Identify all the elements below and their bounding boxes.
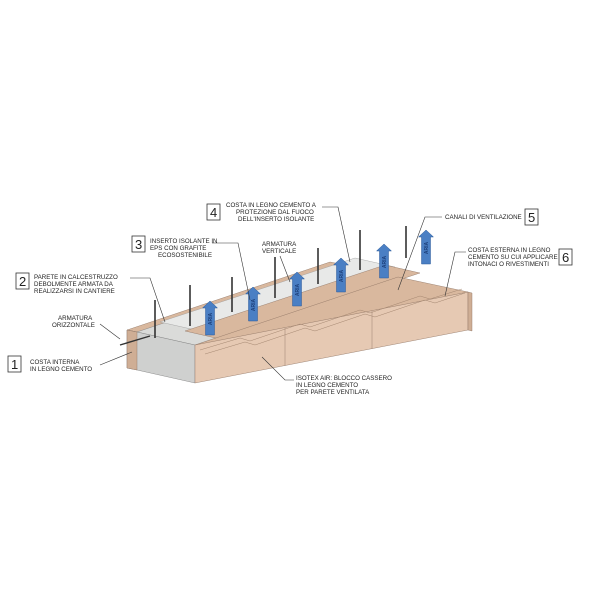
callout-5: 5 CANALI DI VENTILAZIONE bbox=[397, 208, 539, 291]
label-text: ARMATURA bbox=[262, 241, 297, 248]
ventilation-arrows: ARIA ARIA ARIA ARIA ARIA ARIA bbox=[201, 229, 435, 336]
callout-number: 4 bbox=[210, 205, 217, 220]
horizontal-rebar bbox=[119, 335, 151, 346]
label-text: ARMATURA bbox=[58, 315, 93, 322]
callout-2: 2 PARETE IN CALCESTRUZZO DEBOLMENTE ARMA… bbox=[15, 272, 166, 323]
arrow-label: ARIA bbox=[208, 313, 214, 326]
callout-text: EPS CON GRAFITE bbox=[150, 245, 206, 252]
inner-wood-end bbox=[126, 329, 138, 371]
callout-1: 1 COSTA INTERNA IN LEGNO CEMENTO bbox=[7, 351, 133, 373]
callout-text: IN LEGNO CEMENTO bbox=[30, 366, 92, 373]
callout-text: COSTA ESTERNA IN LEGNO bbox=[468, 247, 551, 254]
ventilation-arrow-icon: ARIA bbox=[375, 243, 393, 279]
callout-number: 1 bbox=[11, 357, 18, 372]
callout-3: 3 INSERTO ISOLANTE IN EPS CON GRAFITE EC… bbox=[131, 235, 251, 301]
arrow-label: ARIA bbox=[251, 299, 257, 312]
callout-number: 6 bbox=[562, 250, 569, 265]
arrow-label: ARIA bbox=[339, 270, 345, 283]
label-text: ORIZZONTALE bbox=[52, 322, 95, 329]
callout-text: COSTA INTERNA bbox=[30, 359, 80, 366]
label-armatura-verticale: ARMATURA VERTICALE bbox=[262, 241, 297, 283]
callout-number: 2 bbox=[19, 274, 26, 289]
callout-number: 3 bbox=[135, 237, 142, 252]
ventilation-arrow-icon: ARIA bbox=[332, 257, 350, 293]
rebar-group bbox=[119, 226, 407, 346]
callout-text: COSTA IN LEGNO CEMENTO A bbox=[226, 202, 317, 209]
ventilation-arrow-icon: ARIA bbox=[201, 300, 219, 336]
callout-text: PROTEZIONE DAL FUOCO bbox=[236, 209, 314, 216]
callout-text: ECOSOSTENIBILE bbox=[158, 252, 212, 259]
callout-text: CEMENTO SU CUI APPLICARE bbox=[468, 254, 558, 261]
callout-text: INSERTO ISOLANTE IN bbox=[150, 238, 218, 245]
callout-text: REALIZZARSI IN CANTIERE bbox=[34, 288, 115, 295]
callout-number: 5 bbox=[528, 210, 535, 225]
callout-4: 4 COSTA IN LEGNO CEMENTO A PROTEZIONE DA… bbox=[206, 202, 351, 263]
ventilation-arrow-icon: ARIA bbox=[417, 229, 435, 265]
callout-text: DEBOLMENTE ARMATA DA bbox=[34, 281, 114, 288]
label-text: ISOTEX AIR: BLOCCO CASSERO bbox=[296, 375, 392, 382]
label-isotex: ISOTEX AIR: BLOCCO CASSERO IN LEGNO CEME… bbox=[261, 356, 392, 396]
callout-text: PARETE IN CALCESTRUZZO bbox=[34, 274, 118, 281]
arrow-label: ARIA bbox=[295, 284, 301, 297]
fire-protection-top bbox=[184, 264, 421, 340]
wall-right-end bbox=[467, 291, 473, 332]
label-text: VERTICALE bbox=[262, 248, 296, 255]
arrow-label: ARIA bbox=[382, 256, 388, 269]
callout-text: CANALI DI VENTILAZIONE bbox=[445, 214, 522, 221]
callout-6: 6 COSTA ESTERNA IN LEGNO CEMENTO SU CUI … bbox=[444, 247, 573, 297]
label-armatura-orizzontale: ARMATURA ORIZZONTALE bbox=[52, 315, 121, 340]
callout-text: DELL'INSERTO ISOLANTE bbox=[238, 216, 314, 223]
ventilation-arrow-icon: ARIA bbox=[288, 271, 306, 307]
arrow-label: ARIA bbox=[424, 242, 430, 255]
label-text: PER PARETE VENTILATA bbox=[296, 389, 370, 396]
label-text: IN LEGNO CEMENTO bbox=[296, 382, 358, 389]
callout-text: INTONACI O RIVESTIMENTI bbox=[468, 261, 549, 268]
